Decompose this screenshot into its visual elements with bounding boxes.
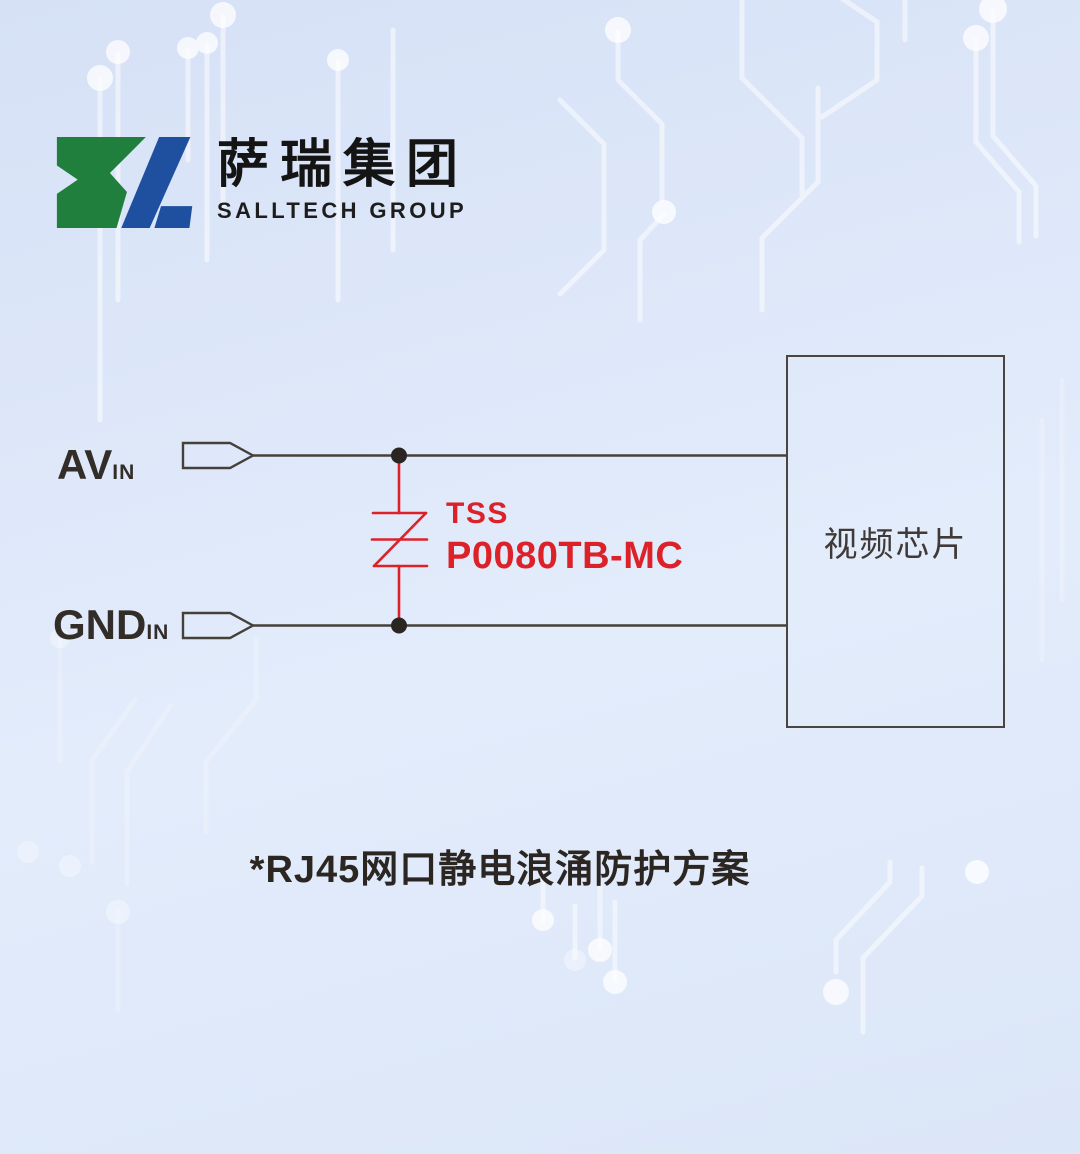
protector-part-label: TSS P0080TB-MC <box>446 497 684 577</box>
protector-type: TSS <box>446 497 509 530</box>
brand-name-zh: 萨瑞集团 <box>217 136 470 194</box>
junction-dots <box>391 447 407 634</box>
connector-pin-gnd-icon <box>181 611 256 640</box>
input-label-av: AVIN <box>57 444 135 486</box>
input-label-gnd-main: GND <box>53 601 147 648</box>
input-label-av-main: AV <box>57 441 113 488</box>
tss-protector-symbol-icon <box>370 454 429 627</box>
protector-part-number: P0080TB-MC <box>446 535 684 577</box>
connector-pin-av-icon <box>181 441 256 470</box>
wires <box>181 441 786 640</box>
chip-label: 视频芯片 <box>823 526 968 564</box>
chip-box: 视频芯片 <box>786 355 1005 728</box>
junction-dot-top <box>391 447 407 464</box>
input-label-gnd: GNDIN <box>53 604 169 646</box>
input-label-av-sub: IN <box>112 461 136 484</box>
input-label-gnd-sub: IN <box>146 621 170 644</box>
brand-logo-mark-icon <box>56 137 193 228</box>
junction-dot-bottom <box>391 617 407 634</box>
brand-logo: 萨瑞集团 SALLTECH GROUP <box>55 133 469 232</box>
brand-name-en: SALLTECH GROUP <box>217 198 468 223</box>
caption-text: *RJ45网口静电浪涌防护方案 <box>249 849 751 891</box>
